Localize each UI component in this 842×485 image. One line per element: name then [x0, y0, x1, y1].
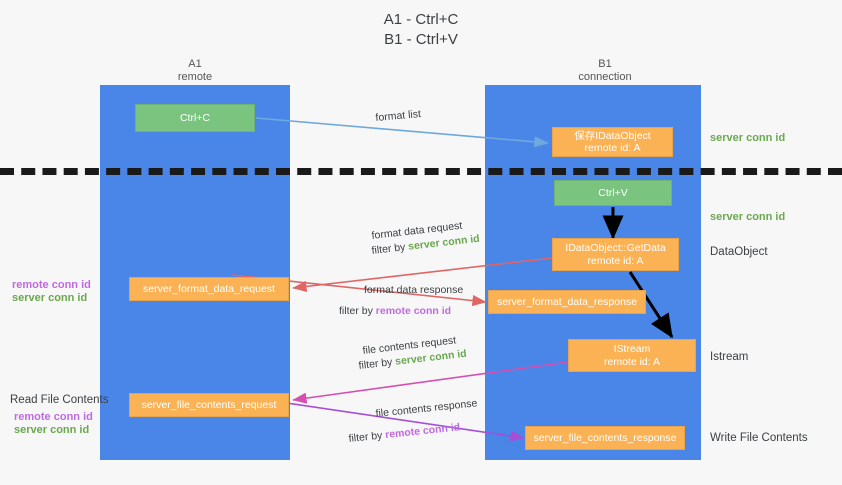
lane-a1-sub: remote — [177, 71, 213, 83]
lane-header-a1: A1 remote — [120, 58, 270, 84]
label-dataobject: DataObject — [710, 246, 768, 258]
lane-b1-name: B1 — [598, 58, 612, 70]
lane-header-b1: B1 connection — [530, 58, 680, 84]
edge-label-format-list: format list — [375, 108, 421, 125]
node-ctrl-c[interactable]: Ctrl+C — [135, 104, 255, 132]
edge-label-format-data-response-filter: filter by remote conn id — [339, 305, 451, 318]
edge-fmt-resp-filter-id: remote conn id — [375, 305, 452, 317]
node-getdata-line2: remote id: A — [587, 254, 644, 267]
edge-format-list-text: format list — [375, 108, 422, 124]
label-server-conn-id-mid: server conn id — [710, 211, 786, 223]
label-remote-conn-id-1: remote conn id — [12, 279, 91, 291]
label-server-conn-id-2: server conn id — [14, 424, 90, 436]
edge-label-format-data-response: format data response — [364, 284, 463, 297]
node-istream-line1: IStream — [613, 343, 651, 355]
node-istream[interactable]: IStream remote id: A — [568, 339, 696, 372]
node-istream-line2: remote id: A — [603, 355, 661, 368]
node-server-file-contents-response[interactable]: server_file_contents_response — [525, 426, 685, 450]
node-getdata-line1: IDataObject::GetData — [565, 242, 666, 254]
label-server-conn-id-1: server conn id — [12, 292, 88, 304]
edge-label-file-contents-response-filter: filter by remote conn id — [348, 421, 461, 446]
label-istream: Istream — [710, 351, 749, 363]
node-server-format-data-response[interactable]: server_format_data_response — [488, 290, 646, 314]
node-file-resp-label: server_file_contents_response — [533, 431, 677, 444]
node-server-file-contents-request[interactable]: server_file_contents_request — [129, 393, 289, 417]
edge-file-resp-filter-prefix: filter by — [348, 429, 386, 445]
node-save-dataobject-line2: remote id: A — [584, 142, 641, 154]
edge-label-file-contents-response: file contents response — [375, 397, 478, 421]
node-save-dataobject[interactable]: 保存IDataObject remote id: A — [552, 127, 673, 157]
edge-fmt-resp-text: format data response — [364, 284, 464, 296]
label-read-file-contents: Read File Contents — [10, 394, 109, 406]
lane-a1-name: A1 — [188, 58, 202, 70]
label-server-conn-id-top: server conn id — [710, 132, 786, 144]
edge-fmt-resp-filter-prefix: filter by — [339, 305, 376, 317]
node-ctrl-c-line1: Ctrl+C — [179, 111, 211, 124]
node-fmt-req-label: server_format_data_request — [143, 282, 275, 295]
title-line-2: B1 - Ctrl+V — [384, 31, 458, 48]
page-title: A1 - Ctrl+C B1 - Ctrl+V — [0, 10, 842, 50]
edge-file-resp-text: file contents response — [375, 397, 478, 420]
edge-fmt-req-filter-prefix: filter by — [371, 240, 409, 257]
node-file-req-label: server_file_contents_request — [141, 398, 277, 411]
node-fmt-resp-label: server_format_data_response — [496, 295, 638, 308]
node-server-format-data-request[interactable]: server_format_data_request — [129, 277, 289, 301]
node-save-dataobject-line1: 保存IDataObject — [574, 129, 651, 142]
title-line-1: A1 - Ctrl+C — [383, 11, 459, 28]
node-ctrl-v[interactable]: Ctrl+V — [554, 180, 672, 206]
label-remote-conn-id-2: remote conn id — [14, 411, 93, 423]
label-write-file-contents: Write File Contents — [710, 432, 808, 444]
node-getdata[interactable]: IDataObject::GetData remote id: A — [552, 238, 679, 271]
edge-file-resp-filter-id: remote conn id — [384, 421, 461, 442]
edge-file-req-filter-prefix: filter by — [358, 355, 396, 372]
lane-b1-sub: connection — [578, 71, 632, 83]
node-ctrl-v-line1: Ctrl+V — [598, 186, 628, 199]
phase-divider — [0, 168, 842, 175]
